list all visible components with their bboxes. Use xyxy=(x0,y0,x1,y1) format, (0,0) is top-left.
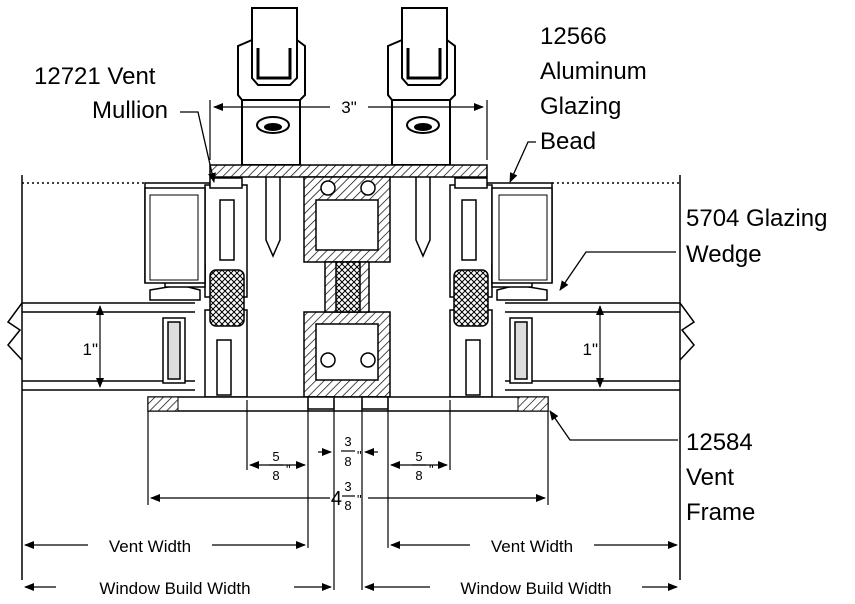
vent-width-right-label: Vent Width xyxy=(491,537,573,556)
left-clamp xyxy=(237,7,306,166)
leader-glazing-bead xyxy=(509,141,536,183)
left-glass xyxy=(6,175,195,580)
svg-text:3: 3 xyxy=(344,479,351,494)
callout-vent-mullion-line2: Mullion xyxy=(92,97,168,124)
mullion-cap xyxy=(209,164,488,178)
dim-glass-right-label: 1" xyxy=(583,340,599,359)
dim-gap: 3 8 " xyxy=(341,434,362,469)
callout-glazing-bead-line2: Aluminum xyxy=(540,58,647,85)
leader-glazing-wedge xyxy=(559,251,676,291)
svg-text:": " xyxy=(429,462,434,477)
leader-vent-mullion xyxy=(180,111,216,183)
window-build-right-label: Window Build Width xyxy=(460,579,611,598)
callout-vent-frame-line2: Vent xyxy=(686,464,734,491)
right-clamp xyxy=(387,7,456,166)
vent-width-left-label: Vent Width xyxy=(109,537,191,556)
svg-text:8: 8 xyxy=(272,468,279,483)
svg-text:8: 8 xyxy=(344,454,351,469)
dim-left-offset: 5 8 " xyxy=(269,449,291,483)
callout-glazing-wedge-line2: Wedge xyxy=(686,241,762,268)
callout-glazing-wedge-line1: 5704 Glazing xyxy=(686,205,827,232)
right-vent-frame xyxy=(449,177,553,398)
dim-overall: 4 3 8 " xyxy=(331,479,362,513)
right-glass xyxy=(505,175,696,580)
callout-vent-frame-line1: 12584 xyxy=(686,429,753,456)
callout-glazing-bead-line1: 12566 xyxy=(540,23,607,50)
svg-text:": " xyxy=(357,492,362,507)
left-glazing-bead xyxy=(144,187,206,284)
bottom-rail xyxy=(147,396,549,412)
dim-glass-left-label: 1" xyxy=(83,340,99,359)
callout-vent-mullion-line1: 12721 Vent xyxy=(34,63,156,90)
svg-text:5: 5 xyxy=(415,449,422,464)
callout-glazing-bead-line3: Glazing xyxy=(540,93,621,120)
svg-text:": " xyxy=(357,448,362,463)
svg-text:4: 4 xyxy=(331,488,342,510)
svg-text:": " xyxy=(286,462,291,477)
callout-vent-frame-line3: Frame xyxy=(686,499,755,526)
svg-text:3: 3 xyxy=(344,434,351,449)
dim-right-offset: 5 8 " xyxy=(412,449,434,483)
callout-glazing-bead-line4: Bead xyxy=(540,128,596,155)
svg-text:5: 5 xyxy=(272,449,279,464)
right-glazing-bead xyxy=(491,187,553,284)
svg-text:8: 8 xyxy=(415,468,422,483)
center-mullion xyxy=(303,176,391,398)
leader-vent-frame xyxy=(549,410,678,441)
dim-top-width-label: 3" xyxy=(341,98,357,117)
svg-text:8: 8 xyxy=(344,498,351,513)
window-build-left-label: Window Build Width xyxy=(99,579,250,598)
